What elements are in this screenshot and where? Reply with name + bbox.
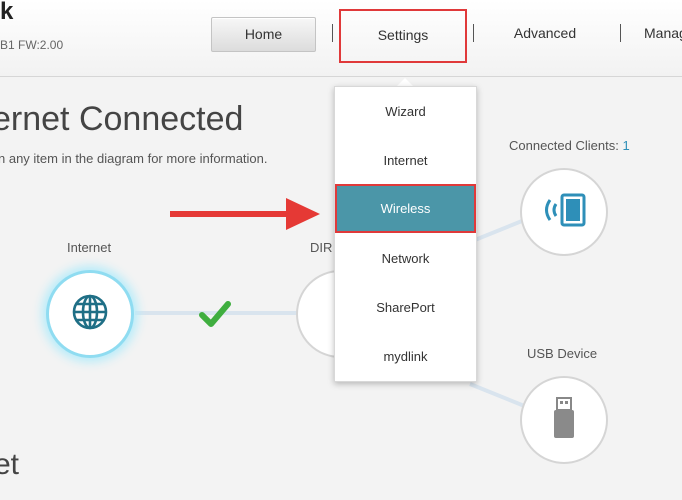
model-firmware: B1 FW:2.00 xyxy=(0,38,64,52)
nav-home-button[interactable]: Home xyxy=(211,17,316,52)
nav-management-button[interactable]: Manag xyxy=(644,25,682,41)
annotation-arrow-head xyxy=(286,198,320,230)
dropdown-caret xyxy=(396,78,414,87)
menu-item-network[interactable]: Network xyxy=(381,251,430,266)
router-clients-link xyxy=(469,217,527,244)
usb-device-node[interactable] xyxy=(520,376,608,464)
nav-separator xyxy=(473,24,474,42)
wireless-device-icon xyxy=(540,190,588,235)
section-title: et xyxy=(0,448,20,481)
router-label: DIR xyxy=(310,240,333,255)
router-usb-link xyxy=(469,382,529,410)
brand-logo: k xyxy=(0,0,14,25)
menu-item-wireless[interactable]: Wireless xyxy=(335,184,476,233)
internet-node[interactable] xyxy=(46,270,134,358)
nav-settings-button[interactable]: Settings xyxy=(339,9,467,63)
connected-clients-node[interactable] xyxy=(520,168,608,256)
connected-clients-label: Connected Clients: 1 xyxy=(509,138,630,153)
internet-label: Internet xyxy=(67,240,112,255)
nav-separator xyxy=(620,24,621,42)
globe-icon xyxy=(70,292,110,337)
top-header: k B1 FW:2.00 Home Settings Advanced Mana… xyxy=(0,0,682,77)
settings-dropdown-menu: Wizard Internet Wireless Network SharePo… xyxy=(334,86,477,382)
annotation-arrow xyxy=(170,211,290,217)
connected-clients-count: 1 xyxy=(622,138,630,153)
nav-separator xyxy=(332,24,333,42)
menu-item-wizard[interactable]: Wizard xyxy=(385,104,426,119)
page-subtitle: n any item in the diagram for more infor… xyxy=(0,151,268,166)
nav-advanced-button[interactable]: Advanced xyxy=(513,25,577,41)
page-title: ernet Connected xyxy=(0,100,244,138)
connected-check-icon xyxy=(199,300,231,333)
menu-item-internet[interactable]: Internet xyxy=(383,153,428,168)
menu-item-mydlink[interactable]: mydlink xyxy=(383,349,428,364)
usb-device-label: USB Device xyxy=(527,346,598,361)
menu-item-shareport[interactable]: SharePort xyxy=(376,300,435,315)
usb-drive-icon xyxy=(549,396,579,445)
